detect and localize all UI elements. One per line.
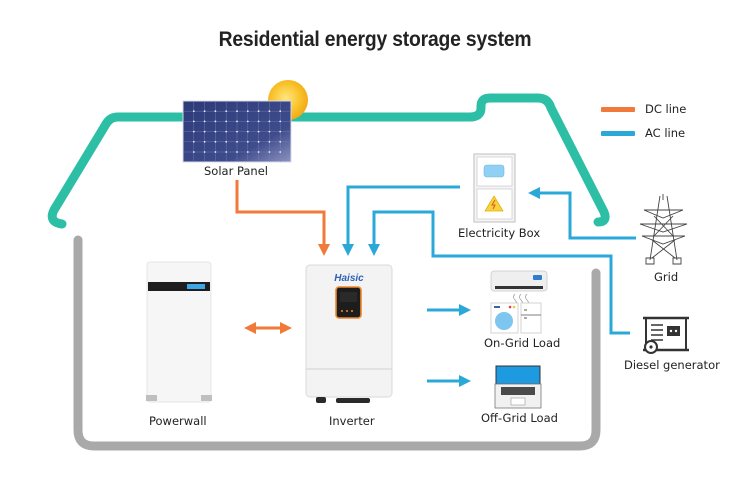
off-grid-load-icon xyxy=(494,365,542,409)
off-grid-load-label: Off-Grid Load xyxy=(481,411,558,425)
panel-cell-dot xyxy=(192,110,195,113)
panel-cell-dot xyxy=(257,151,260,153)
house-wall xyxy=(73,235,601,451)
panel-cell-dot xyxy=(203,130,206,133)
grid-label: Grid xyxy=(654,270,679,284)
legend-dc-swatch xyxy=(601,106,635,112)
panel-cell-dot xyxy=(236,110,238,113)
panel-cell-dot xyxy=(192,120,195,123)
panel-cell-dot xyxy=(225,151,228,153)
panel-cell-dot xyxy=(192,130,195,133)
ac-line-box-to-inverter xyxy=(342,185,460,256)
powerwall-label: Powerwall xyxy=(149,414,207,428)
panel-cell-dot xyxy=(257,120,260,123)
electricity-box-label: Electricity Box xyxy=(458,226,541,240)
solar-panel-icon xyxy=(182,100,292,163)
panel-cell-dot xyxy=(236,151,238,153)
panel-cell-dot xyxy=(268,120,271,123)
panel-cell-dot xyxy=(225,140,228,143)
grid-tower-icon xyxy=(639,194,688,265)
legend-dc-line: DC line xyxy=(601,102,686,116)
diesel-generator-label: Diesel generator xyxy=(624,358,720,372)
legend-ac-swatch xyxy=(601,130,635,136)
panel-cell-dot xyxy=(236,120,238,123)
solar-panel-label: Solar Panel xyxy=(204,164,268,178)
legend-ac-label: AC line xyxy=(645,126,686,140)
house-roof xyxy=(47,93,610,229)
legend-ac-line: AC line xyxy=(601,126,685,140)
panel-cell-dot xyxy=(268,140,271,143)
ac-line-generator-to-inverter xyxy=(368,210,630,335)
panel-cell-dot xyxy=(246,151,249,153)
panel-cell-dot xyxy=(225,130,228,133)
panel-cell-dot xyxy=(246,110,249,113)
on-grid-load-icon xyxy=(490,270,548,334)
panel-cell-dot xyxy=(279,140,282,143)
inverter-brand: Haisic xyxy=(334,273,364,284)
panel-cell-dot xyxy=(225,110,228,113)
panel-cell-dot xyxy=(214,130,217,133)
legend-dc-label: DC line xyxy=(645,102,687,116)
page-title: Residential energy storage system xyxy=(218,28,532,51)
panel-cell-dot xyxy=(279,110,282,113)
panel-cell-dot xyxy=(203,151,206,153)
panel-cell-dot xyxy=(236,130,238,133)
panel-cell-dot xyxy=(268,110,271,113)
panel-cell-dot xyxy=(225,120,228,123)
panel-cell-dot xyxy=(203,120,206,123)
panel-cell-dot xyxy=(246,120,249,123)
panel-cell-dot xyxy=(279,130,282,133)
panel-cell-dot xyxy=(214,151,217,153)
panel-cell-dot xyxy=(214,110,217,113)
panel-cell-dot xyxy=(279,120,282,123)
dc-line-solar-to-inverter xyxy=(235,180,330,256)
diesel-generator-icon xyxy=(643,316,689,354)
panel-cell-dot xyxy=(246,140,249,143)
panel-cell-dot xyxy=(268,151,271,153)
panel-cell-dot xyxy=(279,151,282,153)
panel-cell-dot xyxy=(214,120,217,123)
panel-cell-dot xyxy=(203,110,206,113)
panel-cell-dot xyxy=(192,151,195,153)
panel-cell-dot xyxy=(236,140,238,143)
powerwall-icon xyxy=(146,261,212,403)
electricity-box-icon xyxy=(473,153,516,223)
panel-cell-dot xyxy=(192,140,195,143)
inverter-label: Inverter xyxy=(329,414,375,428)
on-grid-load-label: On-Grid Load xyxy=(484,336,561,350)
panel-cell-dot xyxy=(268,130,271,133)
panel-cell-dot xyxy=(203,140,206,143)
panel-cell-dot xyxy=(257,140,260,143)
panel-cell-dot xyxy=(257,110,260,113)
panel-cell-dot xyxy=(246,130,249,133)
panel-cell-dot xyxy=(214,140,217,143)
panel-cell-dot xyxy=(257,130,260,133)
ac-line-grid-to-box xyxy=(528,187,636,240)
inverter-icon: Haisic xyxy=(305,264,393,403)
